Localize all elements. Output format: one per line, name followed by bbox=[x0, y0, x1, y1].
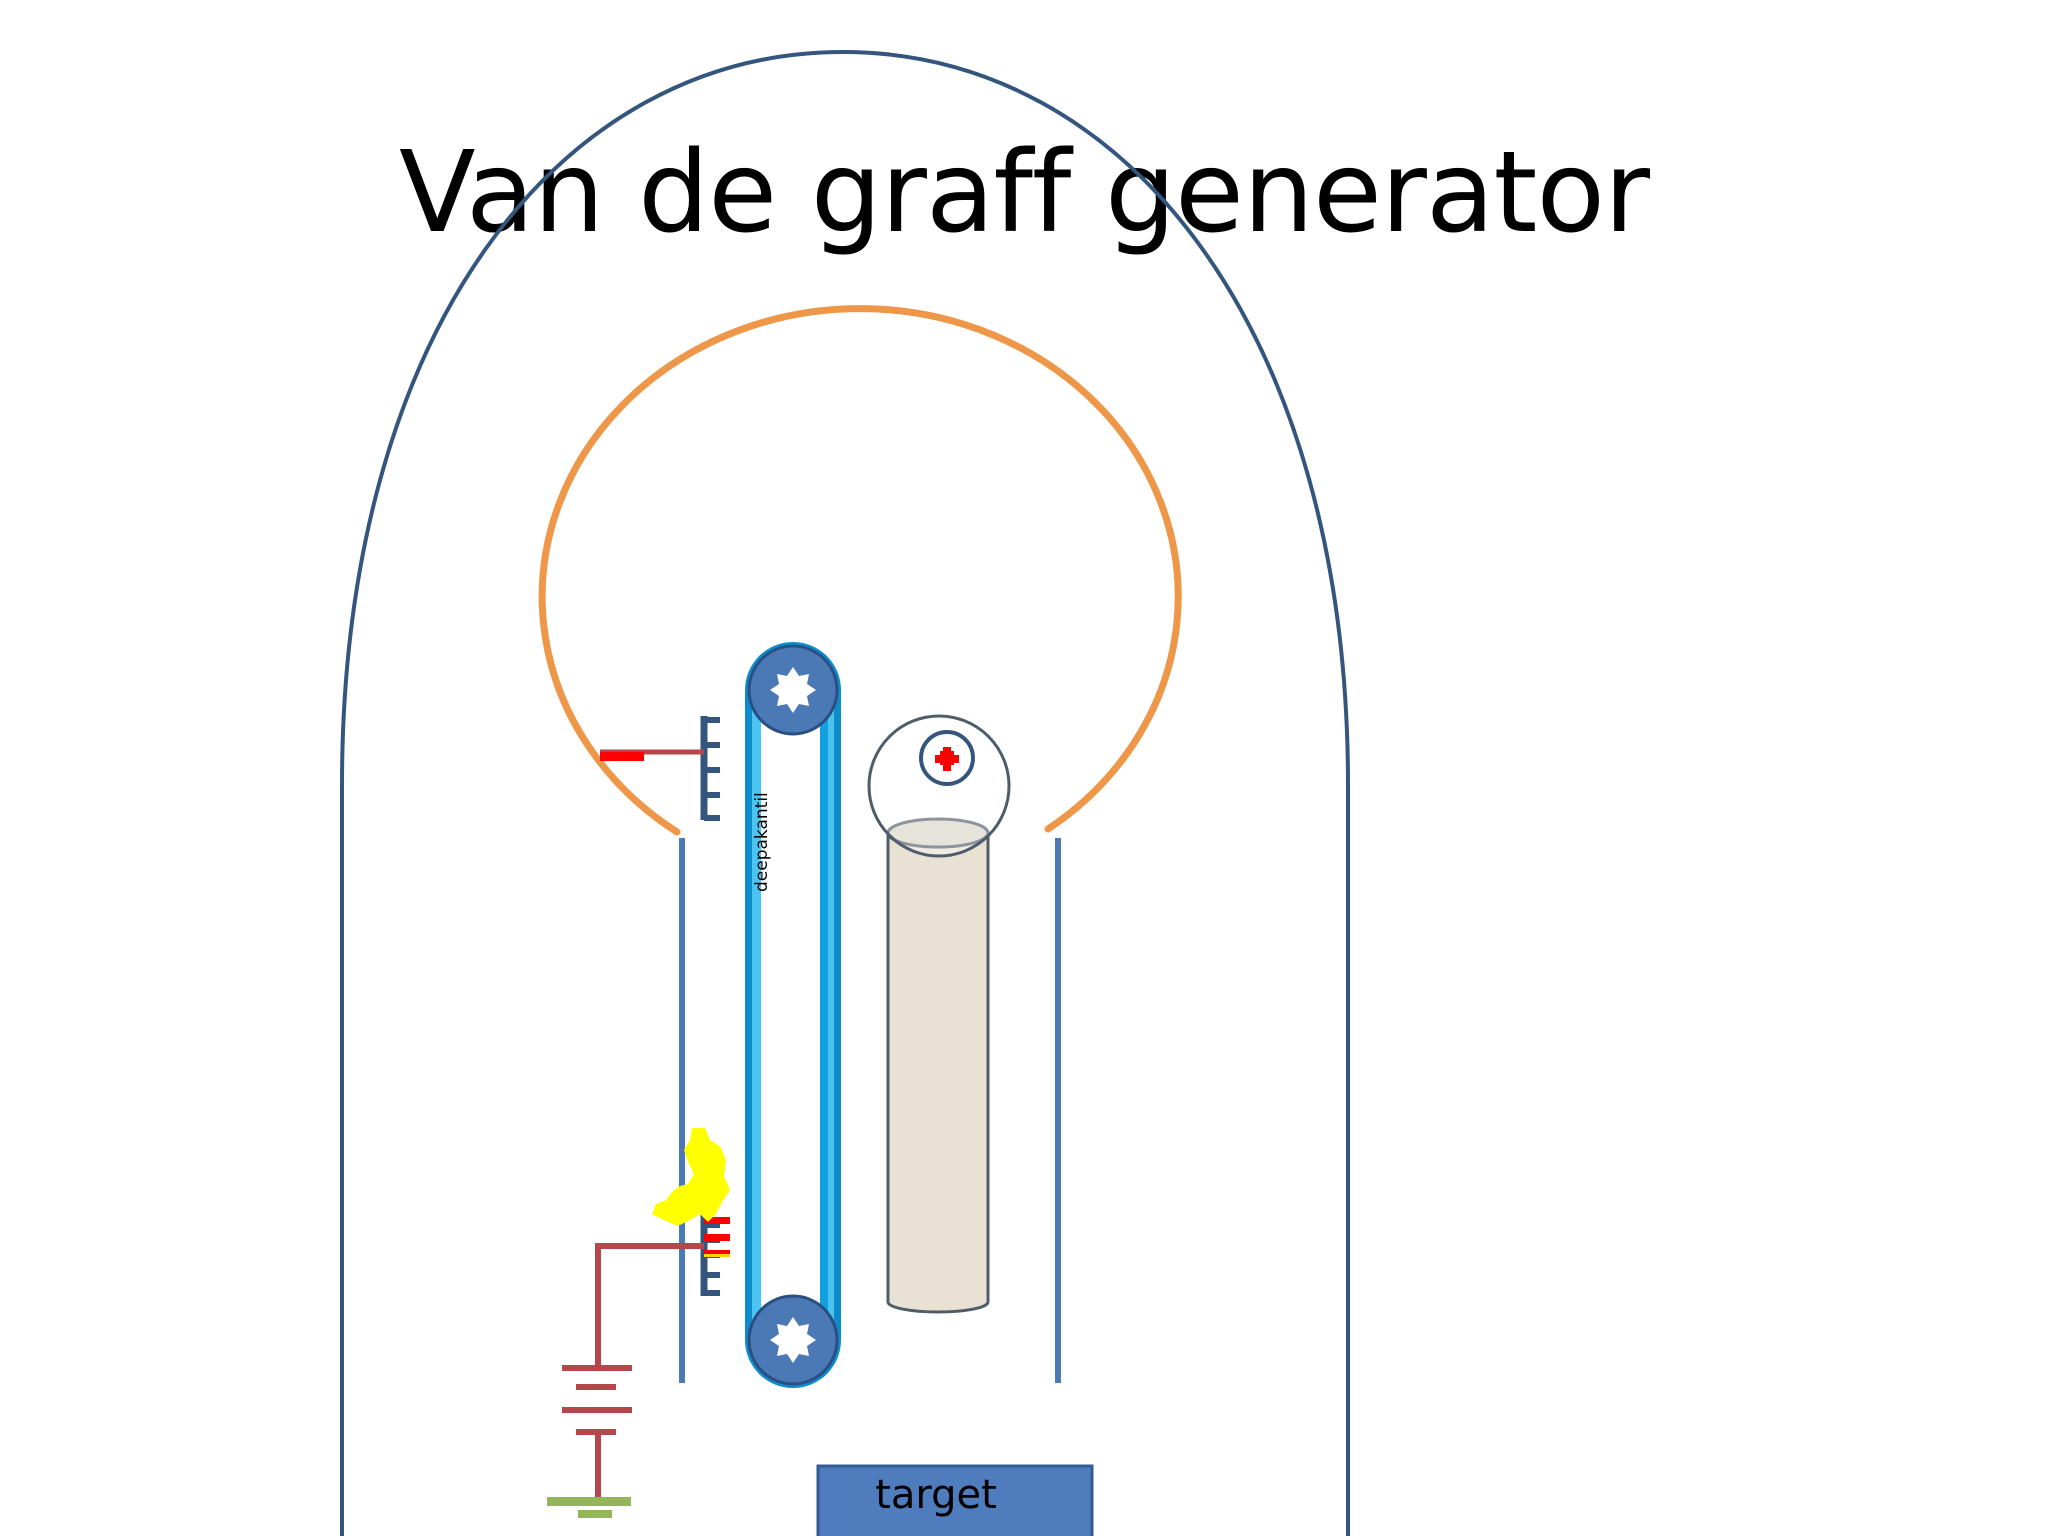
watermark-text: deepakantil bbox=[752, 792, 772, 892]
high-voltage-terminal bbox=[538, 305, 1182, 836]
accelerating-tube bbox=[886, 817, 990, 1314]
outer-chamber bbox=[340, 49, 1350, 1536]
collected-charge bbox=[600, 752, 644, 761]
corona-spark bbox=[652, 1128, 730, 1226]
sprayed-charges bbox=[704, 1217, 730, 1257]
target-block: target bbox=[816, 1464, 1094, 1536]
dc-source-battery bbox=[562, 1365, 632, 1500]
top-pulley bbox=[747, 644, 839, 736]
page-title: Van de graff generator bbox=[398, 128, 1650, 258]
source-wire bbox=[595, 1243, 704, 1368]
ground-symbol bbox=[547, 1497, 631, 1518]
star-icon bbox=[770, 1317, 816, 1363]
target-label: target bbox=[875, 1472, 997, 1518]
charging-belt bbox=[745, 642, 841, 1388]
bottom-pulley bbox=[747, 1294, 839, 1386]
star-icon bbox=[770, 667, 816, 713]
collector-comb bbox=[700, 716, 720, 821]
ion-source bbox=[867, 714, 1011, 858]
plus-icon bbox=[935, 747, 959, 771]
